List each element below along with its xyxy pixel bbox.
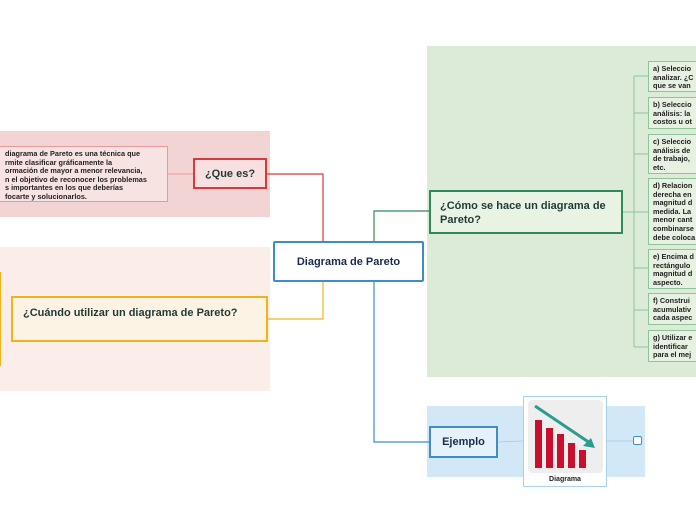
step-d[interactable]: d) Relacion derecha en magnitud d medida… [648,178,696,245]
step-f[interactable]: f) Construi acumulativ cada aspec [648,293,696,325]
step-c[interactable]: c) Seleccio análisis de de trabajo, etc. [648,134,696,174]
step-g[interactable]: g) Utilizar e identificar para el mej [648,330,696,362]
trend-arrow-icon [583,438,595,448]
step-b[interactable]: b) Seleccio análisis: la costos u ot [648,97,696,129]
ejemplo-label: Ejemplo [442,436,485,448]
central-topic-label: Diagrama de Pareto [296,255,401,268]
trend-arrow-line [534,404,591,445]
como-node[interactable]: ¿Cómo se hace un diagrama de Pareto? [429,190,623,234]
pareto-bar [535,420,542,468]
pareto-bar [568,443,575,468]
pareto-bar [546,428,553,468]
pareto-chart-illustration [534,404,595,468]
como-label: ¿Cómo se hace un diagrama de Pareto? [440,200,606,226]
pareto-chart-image [528,400,603,473]
que-es-description-node[interactable]: diagrama de Pareto es una técnica que rm… [0,146,168,202]
que-es-node[interactable]: ¿Que es? [193,158,267,189]
cuando-node[interactable]: ¿Cuándo utilizar un diagrama de Pareto? [11,296,268,342]
ejemplo-node[interactable]: Ejemplo [429,426,498,458]
que-es-description: diagrama de Pareto es una técnica que rm… [5,149,147,201]
step-e[interactable]: e) Encima d rectángulo magnitud d aspect… [648,249,696,289]
expand-handle[interactable] [633,436,642,445]
step-a[interactable]: a) Seleccio analizar. ¿C que se van [648,61,696,92]
central-topic[interactable]: Diagrama de Pareto [273,241,424,282]
cuando-label: ¿Cuándo utilizar un diagrama de Pareto? [23,307,238,319]
que-es-label: ¿Que es? [204,167,256,180]
pareto-bar [579,450,586,468]
cuando-subtopic-bracket [0,272,1,366]
pareto-bar [557,434,564,468]
image-caption: Diagrama [549,476,581,483]
